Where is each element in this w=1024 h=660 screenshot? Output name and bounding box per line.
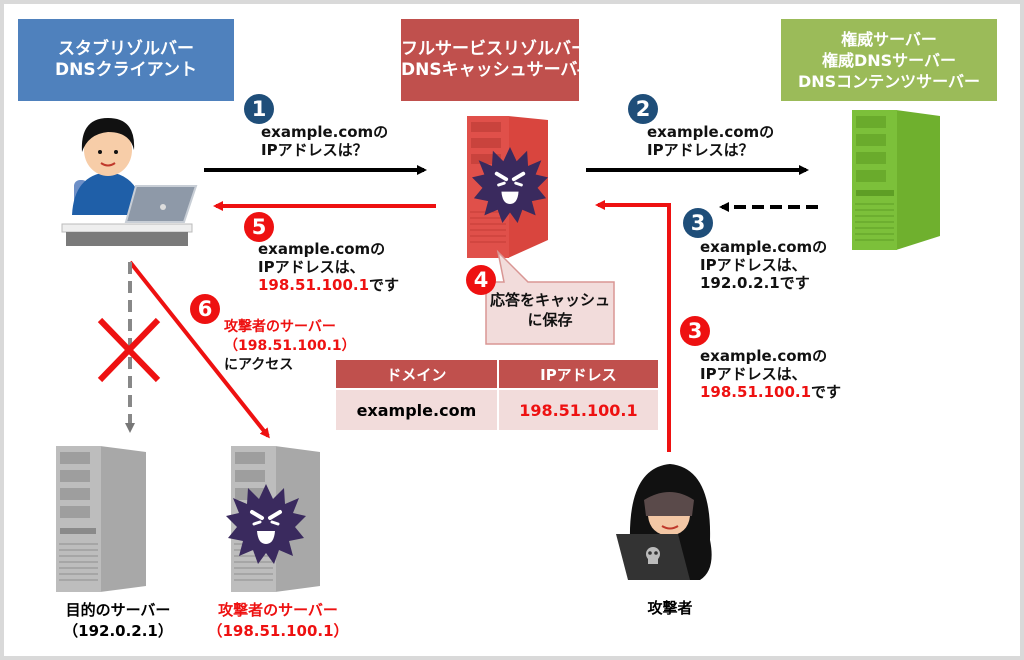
step1-line2: IPアドレスは？ <box>261 141 368 159</box>
step3-fake-text: example.comの IPアドレスは、 198.51.100.1です <box>700 347 841 401</box>
step5-badge: 5 <box>244 212 274 242</box>
step4-line1: 応答をキャッシュ <box>489 291 610 309</box>
blocked-x-icon <box>97 317 161 383</box>
step5-line1: example.comの <box>258 240 386 258</box>
step2-line2: IPアドレスは？ <box>647 141 754 159</box>
attacker-server-name: 攻撃者のサーバー <box>218 601 338 619</box>
step6-line2: （198.51.100.1） <box>224 338 356 354</box>
cache-bubble <box>485 249 615 345</box>
arrow-step6 <box>128 260 270 439</box>
step1-text: example.comの IPアドレスは？ <box>261 123 388 159</box>
stub-title-line2: DNSクライアント <box>55 60 197 80</box>
step2-line1: example.comの <box>647 123 775 141</box>
step4-badge: 4 <box>466 265 496 295</box>
arrow-step3-fake <box>595 200 671 452</box>
cache-server-icon <box>467 116 550 258</box>
step5-text: example.comの IPアドレスは、 198.51.100.1です <box>258 240 399 294</box>
step1-line1: example.comの <box>261 123 389 141</box>
target-server-icon <box>56 446 146 592</box>
stub-title-line1: スタブリゾルバー <box>58 39 194 59</box>
step2-text: example.comの IPアドレスは？ <box>647 123 774 159</box>
step5-line2: IPアドレスは、 <box>258 258 365 276</box>
step1-badge: 1 <box>244 94 274 124</box>
attacker-icon <box>616 464 712 580</box>
step6-line3: にアクセス <box>224 357 294 373</box>
auth-title-line1: 権威サーバー <box>841 29 937 49</box>
step3-fake-line1: example.comの <box>700 347 828 365</box>
cache-table: ドメイン IPアドレス example.com 198.51.100.1 <box>334 358 660 432</box>
step4-text: 応答をキャッシュ に保存 <box>486 290 614 330</box>
target-server-name: 目的のサーバー <box>65 601 171 619</box>
step4-line2: に保存 <box>527 311 573 329</box>
step3-legit-text: example.comの IPアドレスは、 192.0.2.1です <box>700 238 827 292</box>
step3-legit-badge: 3 <box>683 208 713 238</box>
header-domain: ドメイン <box>336 360 497 388</box>
step3-legit-line2: IPアドレスは、 <box>700 256 807 274</box>
step3-fake-line2: IPアドレスは、 <box>700 365 807 383</box>
step5-suffix: です <box>369 276 400 294</box>
step3-legit-line1: example.comの <box>700 238 828 256</box>
step6-badge: 6 <box>190 294 220 324</box>
step2-badge: 2 <box>628 94 658 124</box>
step3-fake-suffix: です <box>811 383 842 401</box>
authoritative-server-icon <box>852 110 940 250</box>
step3-legit-line3: 192.0.2.1です <box>700 274 810 292</box>
attacker-server-ip: （198.51.100.1） <box>207 622 349 640</box>
step5-line3: 198.51.100.1です <box>258 276 399 294</box>
step6-text: 攻撃者のサーバー （198.51.100.1） にアクセス <box>224 318 356 375</box>
attacker-server-label: 攻撃者のサーバー （198.51.100.1） <box>198 600 358 642</box>
attacker-label: 攻撃者 <box>647 599 693 617</box>
target-server-ip: （192.0.2.1） <box>63 622 173 640</box>
auth-title-line3: DNSコンテンツサーバー <box>797 71 981 91</box>
step6-line1: 攻撃者のサーバー <box>224 319 336 335</box>
stub-resolver-title: スタブリゾルバー DNSクライアント <box>18 19 234 101</box>
step3-fake-badge: 3 <box>680 316 710 346</box>
step5-ip: 198.51.100.1 <box>258 276 370 294</box>
full-title-line2: DNSキャッシュサーバ― <box>401 60 595 80</box>
attacker-server-icon <box>224 446 320 592</box>
cell-domain: example.com <box>336 390 497 430</box>
cell-ip: 198.51.100.1 <box>498 390 658 430</box>
client-user-icon <box>61 118 198 246</box>
auth-title-line2: 権威DNSサーバー <box>821 50 957 70</box>
authoritative-server-title: 権威サーバー 権威DNSサーバー DNSコンテンツサーバー <box>781 19 997 101</box>
step3-fake-line3: 198.51.100.1です <box>700 383 841 401</box>
header-ip: IPアドレス <box>498 360 658 388</box>
step3-fake-ip: 198.51.100.1 <box>700 383 812 401</box>
full-resolver-title: フルサービスリゾルバー DNSキャッシュサーバ― <box>401 19 595 101</box>
full-title-line1: フルサービスリゾルバー <box>401 39 588 59</box>
cache-table-header: ドメイン IPアドレス <box>336 360 658 388</box>
table-row: example.com 198.51.100.1 <box>336 390 658 430</box>
target-server-label: 目的のサーバー （192.0.2.1） <box>38 600 198 642</box>
